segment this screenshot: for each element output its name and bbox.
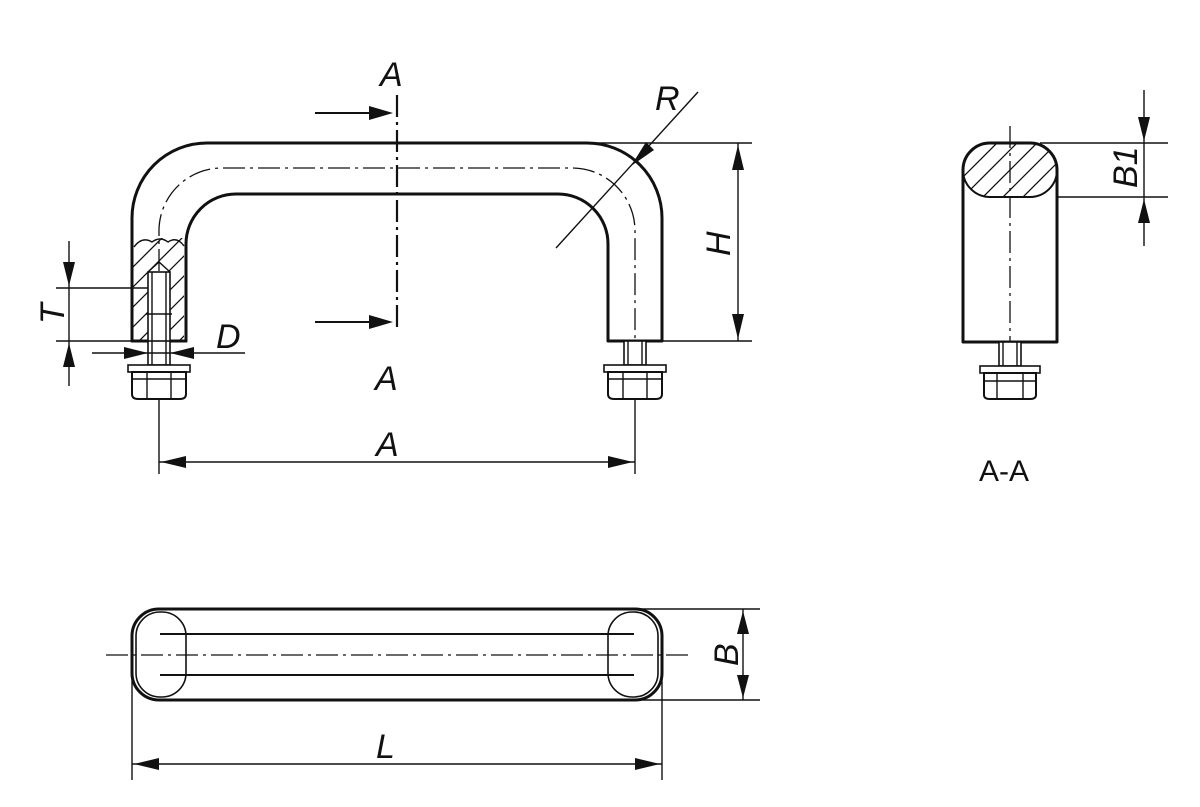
top-view: B L <box>106 607 760 780</box>
left-fastener <box>127 340 191 400</box>
radius-dimension: R <box>555 80 699 249</box>
handle-outer-outline <box>130 141 664 343</box>
section-cut-line: A A <box>315 56 403 398</box>
diameter-label: D <box>216 318 241 356</box>
diameter-dimension: D <box>92 318 245 359</box>
section-label-bottom: A <box>373 360 398 398</box>
thread-depth-dimension: T <box>34 241 148 386</box>
front-view: A A R H T <box>34 56 752 474</box>
length-dimension: L <box>131 660 663 780</box>
handle-centerline <box>158 167 636 341</box>
section-fastener <box>979 341 1041 400</box>
hole-distance-dimension: A <box>158 400 636 474</box>
width-dimension: B <box>634 608 760 701</box>
hole-distance-label: A <box>374 426 399 464</box>
height-label: H <box>700 231 738 256</box>
section-view: B1 A-A <box>961 90 1168 488</box>
section-label-top: A <box>378 56 403 94</box>
right-fastener <box>603 340 667 400</box>
section-outline <box>961 141 1059 344</box>
section-width-label: B1 <box>1107 146 1145 188</box>
radius-label: R <box>655 80 680 118</box>
left-leg-section <box>132 238 185 343</box>
top-outline <box>130 607 664 702</box>
section-width-dimension: B1 <box>1040 90 1168 246</box>
width-label: B <box>708 643 746 666</box>
length-label: L <box>376 728 395 766</box>
section-view-label: A-A <box>979 455 1029 488</box>
thread-depth-label: T <box>34 301 72 324</box>
height-dimension: H <box>587 142 752 342</box>
